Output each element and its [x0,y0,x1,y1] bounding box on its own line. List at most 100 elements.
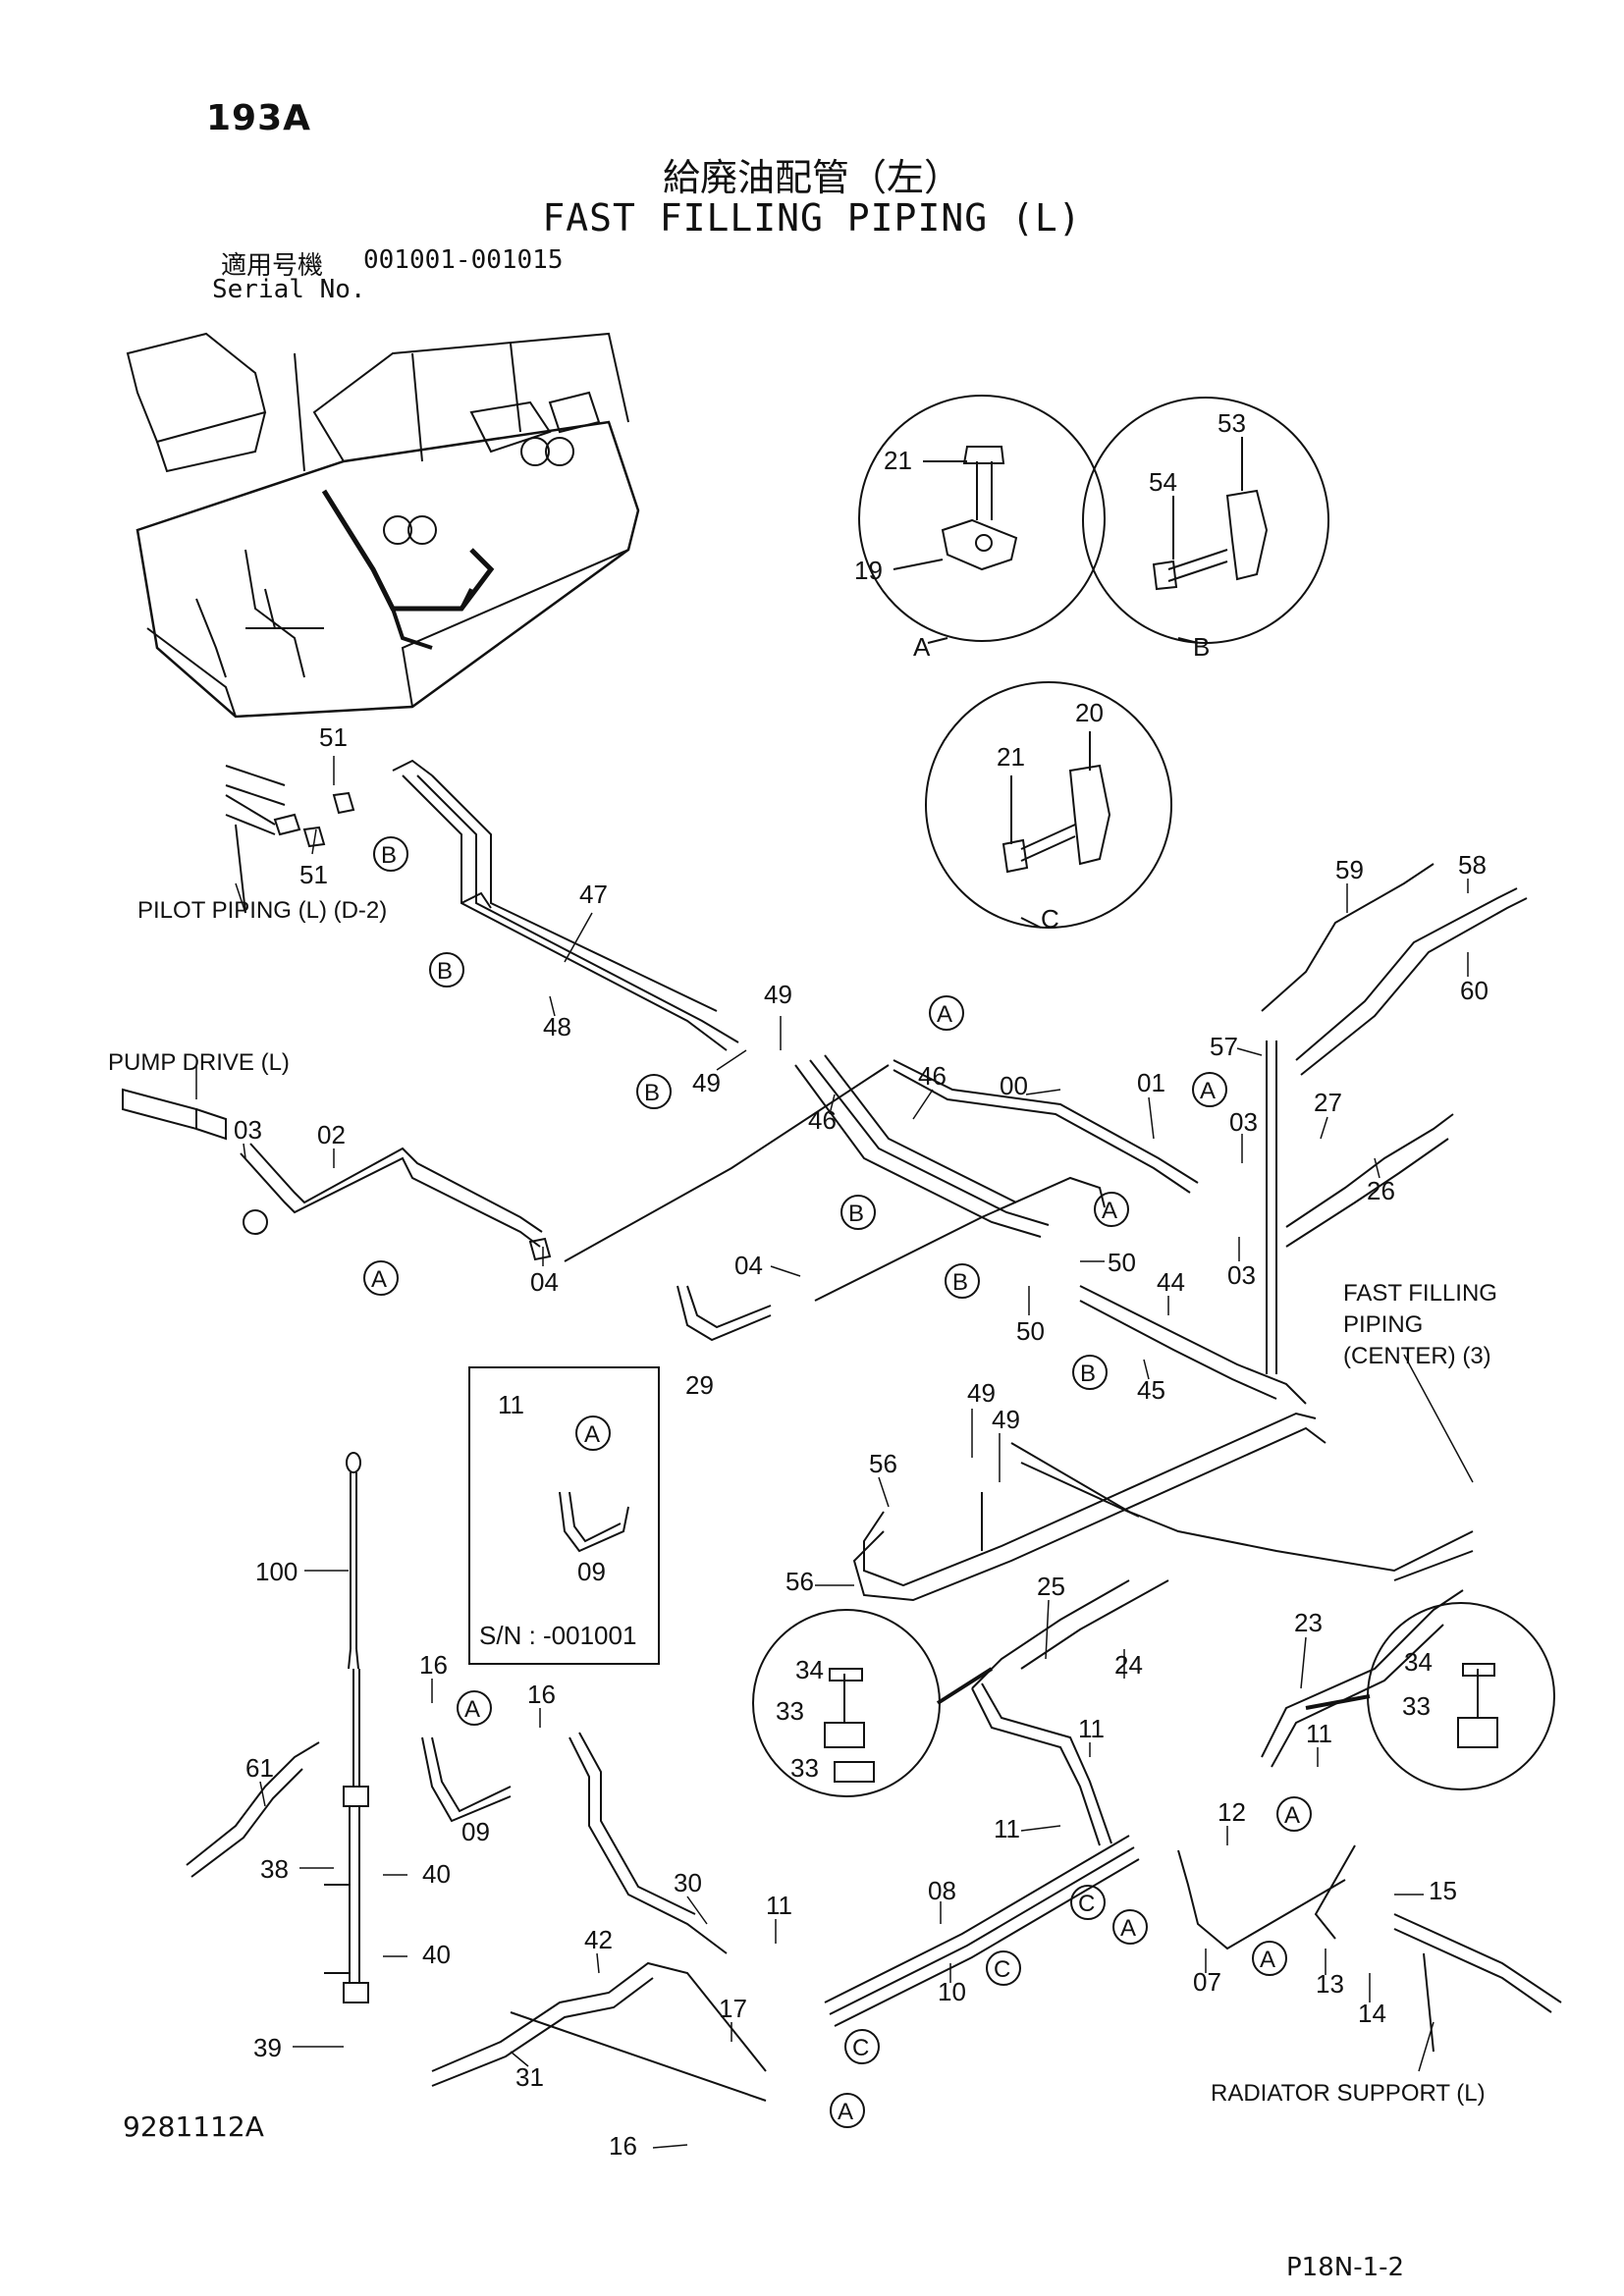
svg-text:29: 29 [685,1370,714,1400]
svg-text:27: 27 [1314,1088,1342,1117]
note-labels: PILOT PIPING (L) (D-2) PUMP DRIVE (L) FA… [108,897,1497,2107]
pipe-02 [122,1064,890,1262]
serial-label-english: Serial No. [212,275,366,304]
svg-text:11: 11 [1078,1714,1105,1743]
note-radiator-support: RADIATOR SUPPORT (L) [1211,2080,1486,2107]
pipe-08-10 [824,1835,1140,2027]
page-id: 193A [206,98,312,138]
svg-text:07: 07 [1193,1967,1221,1997]
svg-text:11: 11 [1306,1719,1332,1748]
note-fast-filling-2: PIPING [1343,1311,1423,1338]
pipes-right-upper [1261,863,1528,1374]
svg-text:47: 47 [579,880,608,909]
pipe-07-13-14 [1177,1844,1562,2053]
svg-text:12: 12 [1218,1797,1246,1827]
svg-text:56: 56 [869,1449,897,1478]
svg-text:38: 38 [260,1854,289,1884]
svg-text:A: A [1120,1915,1136,1942]
svg-text:09: 09 [577,1557,606,1586]
svg-text:51: 51 [299,860,328,889]
svg-text:60: 60 [1460,976,1489,1005]
svg-text:A: A [937,1001,952,1028]
svg-text:44: 44 [1157,1267,1185,1297]
detail-view-b: 53 54 B [1082,397,1329,662]
svg-text:20: 20 [1075,698,1104,727]
svg-text:54: 54 [1149,467,1177,497]
svg-text:A: A [1102,1198,1117,1224]
svg-text:53: 53 [1218,408,1246,438]
svg-text:B: B [848,1201,864,1227]
clamp-callout-right: 34 33 [1305,1602,1555,1790]
svg-text:46: 46 [808,1105,837,1135]
svg-text:25: 25 [1037,1572,1065,1601]
svg-text:24: 24 [1114,1650,1143,1680]
svg-text:B: B [644,1080,660,1106]
svg-text:B: B [381,842,397,869]
svg-text:58: 58 [1458,850,1487,880]
serial-range: 001001-001015 [363,245,564,275]
pipe-01 [893,1059,1199,1194]
serial-inset-box: 11 09 S/N : -001001 A [468,1366,660,1665]
svg-text:16: 16 [527,1680,556,1709]
view-markers: B B B A A A A B B B A A C A A C C A [363,836,1312,2128]
svg-text:A: A [838,2099,853,2125]
svg-text:09: 09 [461,1817,490,1846]
svg-text:49: 49 [967,1378,996,1408]
svg-text:14: 14 [1358,1999,1386,2028]
view-letter-c: C [1041,904,1059,934]
note-fast-filling-3: (CENTER) (3) [1343,1343,1491,1369]
pipe-44-45 [1079,1285,1307,1405]
svg-text:34: 34 [795,1655,824,1684]
svg-text:A: A [1200,1078,1216,1104]
svg-text:04: 04 [530,1267,559,1297]
svg-text:46: 46 [918,1061,947,1091]
pilot-pipes [225,765,355,914]
sheet-reference: P18N-1-2 [1286,2253,1405,2282]
pipe-31-42 [431,1961,767,2102]
svg-text:B: B [952,1269,968,1296]
svg-text:11: 11 [498,1390,524,1419]
svg-text:40: 40 [422,1859,451,1889]
svg-text:C: C [994,1956,1010,1983]
machine-overview-illustration [126,332,640,719]
title-japanese: 給廃油配管（左） [662,156,961,199]
svg-text:04: 04 [734,1251,763,1280]
svg-text:00: 00 [1000,1071,1028,1100]
svg-text:21: 21 [997,742,1025,772]
svg-text:10: 10 [938,1977,966,2006]
svg-text:16: 16 [609,2131,637,2161]
svg-text:56: 56 [785,1567,814,1596]
svg-text:61: 61 [245,1753,274,1783]
svg-text:50: 50 [1016,1316,1045,1346]
pipe-61 [186,1741,320,1878]
svg-text:34: 34 [1404,1647,1433,1677]
svg-text:A: A [464,1696,480,1723]
svg-text:23: 23 [1294,1608,1323,1637]
svg-text:59: 59 [1335,855,1364,884]
detail-view-c: 20 21 C [925,681,1172,934]
part-number-labels: 51 51 47 48 49 49 46 46 00 01 03 03 03 0… [234,722,1489,2161]
svg-text:33: 33 [776,1696,804,1726]
svg-text:B: B [1080,1361,1096,1387]
pipe-00 [814,1176,1106,1302]
svg-text:45: 45 [1137,1375,1165,1405]
note-pump-drive: PUMP DRIVE (L) [108,1049,290,1076]
dipstick-100 [324,1452,369,2003]
svg-text:C: C [1078,1891,1095,1917]
svg-text:03: 03 [234,1115,262,1145]
detail-view-a: 21 19 A [854,395,1106,662]
svg-text:49: 49 [692,1068,721,1097]
svg-text:C: C [852,2035,869,2061]
note-leaders [195,882,1474,2072]
svg-text:51: 51 [319,722,348,752]
svg-text:A: A [1260,1947,1275,1973]
svg-text:B: B [437,958,453,985]
svg-text:33: 33 [1402,1691,1431,1721]
svg-text:01: 01 [1137,1068,1165,1097]
view-letter-b: B [1193,632,1210,662]
svg-text:08: 08 [928,1876,956,1905]
pipe-23 [1261,1589,1464,1768]
svg-text:57: 57 [1210,1032,1238,1061]
note-fast-filling-1: FAST FILLING [1343,1280,1497,1307]
view-letter-a: A [913,632,931,662]
